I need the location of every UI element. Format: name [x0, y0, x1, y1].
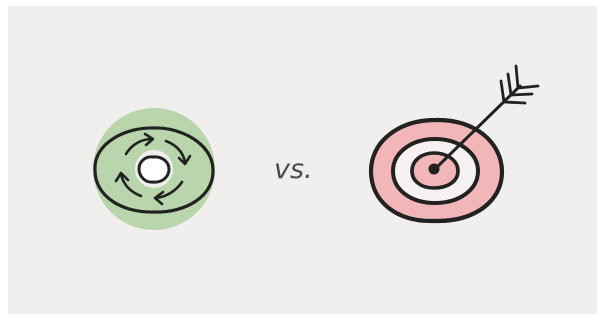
illustration-canvas: vs.	[8, 6, 597, 314]
target-arrow-icon	[371, 66, 538, 221]
cycle-inner-hole	[139, 157, 169, 182]
circular-arrows-icon	[95, 128, 213, 212]
vs-label: vs.	[274, 156, 313, 183]
